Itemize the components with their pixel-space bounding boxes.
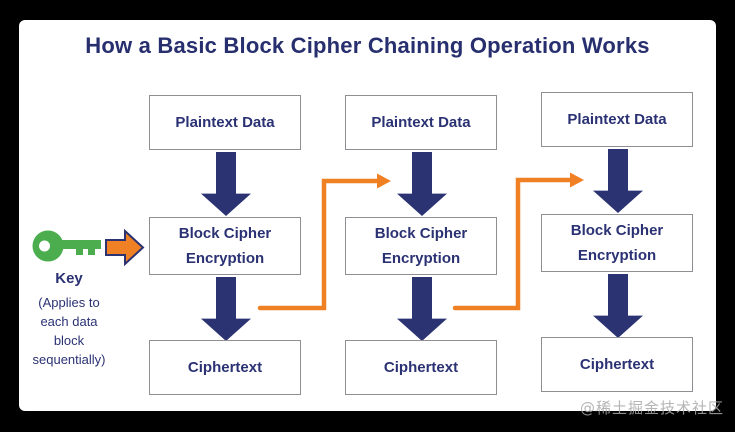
block-column-2: Plaintext Data Block Cipher Encryption C… [345, 95, 499, 397]
encryption-box-line2: Encryption [381, 250, 461, 267]
watermark: @稀土掘金技术社区 [579, 399, 724, 417]
block-column-3: Plaintext Data Block Cipher Encryption C… [541, 92, 695, 394]
key-note-line: sequentially) [32, 352, 106, 367]
encryption-box-line2: Encryption [577, 247, 657, 264]
key-label: Key [55, 270, 83, 287]
ciphertext-box: Ciphertext [345, 340, 497, 395]
down-arrow-icon [201, 277, 251, 341]
encryption-box: Block Cipher Encryption [345, 217, 497, 275]
key-note-line: (Applies to [38, 295, 100, 310]
key-right-arrow-icon [105, 228, 145, 267]
ciphertext-box: Ciphertext [541, 337, 693, 392]
block-column-1: Plaintext Data Block Cipher Encryption C… [149, 95, 303, 397]
down-arrow-icon [593, 274, 643, 338]
encryption-box-line1: Block Cipher [178, 225, 272, 242]
encryption-box: Block Cipher Encryption [149, 217, 301, 275]
key-note-line: each data [40, 314, 98, 329]
down-arrow-icon [397, 277, 447, 341]
plaintext-box: Plaintext Data [149, 95, 301, 150]
key-icon [32, 230, 101, 262]
key-note-line: block [53, 333, 85, 348]
plaintext-box: Plaintext Data [541, 92, 693, 147]
key-note: (Applies to each data block sequentially… [21, 293, 117, 369]
down-arrow-icon [201, 152, 251, 216]
encryption-box-line2: Encryption [185, 250, 265, 267]
plaintext-box: Plaintext Data [345, 95, 497, 150]
down-arrow-icon [593, 149, 643, 213]
encryption-box: Block Cipher Encryption [541, 214, 693, 272]
diagram-title: How a Basic Block Cipher Chaining Operat… [85, 33, 650, 58]
ciphertext-box: Ciphertext [149, 340, 301, 395]
down-arrow-icon [397, 152, 447, 216]
encryption-box-line1: Block Cipher [374, 225, 468, 242]
encryption-box-line1: Block Cipher [570, 222, 664, 239]
diagram-card: How a Basic Block Cipher Chaining Operat… [19, 20, 716, 411]
